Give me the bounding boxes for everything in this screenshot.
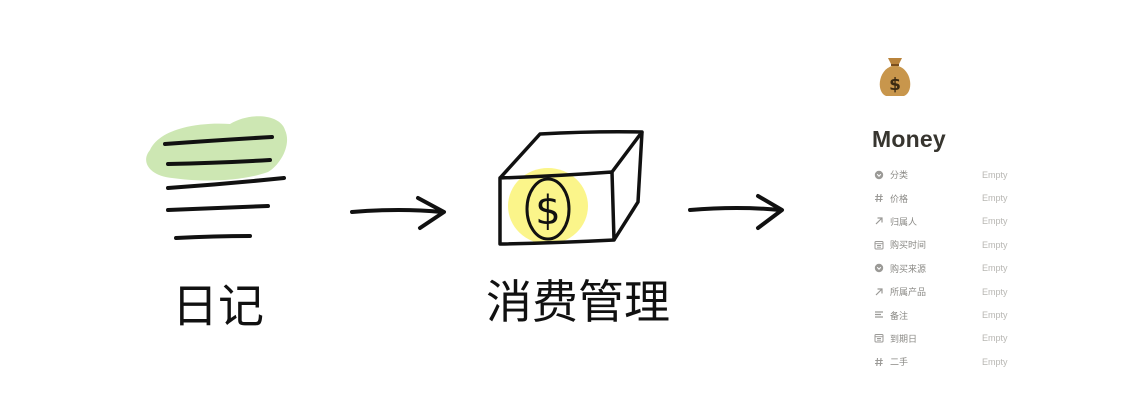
property-row[interactable]: 购买来源 Empty [868,257,1068,280]
property-value[interactable]: Empty [982,239,1008,250]
diary-icon [146,116,288,240]
property-label: 所属产品 [890,288,927,299]
property-label: 备注 [890,311,909,322]
property-label: 分类 [890,171,909,182]
property-label: 购买时间 [890,241,927,252]
property-value[interactable]: Empty [982,263,1008,274]
property-label: 二手 [890,358,909,369]
property-row[interactable]: 购买时间 Empty [868,233,1068,256]
property-value[interactable]: Empty [982,286,1008,297]
arrow-right-icon [688,194,784,230]
property-value[interactable]: Empty [982,216,1008,227]
svg-text:$: $ [889,75,901,95]
property-value[interactable]: Empty [982,193,1008,204]
property-row[interactable]: 价格 Empty [868,186,1068,209]
property-list: 分类 Empty 价格 Empty 归属人 Empty 购买时间 Empty 购买来源 Empty… [868,163,1068,374]
property-row[interactable]: 所属产品 Empty [868,280,1068,303]
number-icon [874,357,884,367]
property-row[interactable]: 归属人 Empty [868,210,1068,233]
date-icon [874,333,884,343]
spending-caption: 消费管理 [486,275,670,329]
property-row[interactable]: 二手 Empty [868,350,1068,373]
money-box-icon: $ [498,130,644,246]
diary-caption: 日记 [172,279,264,333]
dollar-sign: $ [535,188,560,234]
property-value[interactable]: Empty [982,356,1008,367]
select-icon [874,263,884,273]
number-icon [874,193,884,203]
relation-icon [874,216,884,226]
property-label: 购买来源 [890,264,927,275]
relation-icon [874,287,884,297]
property-value[interactable]: Empty [982,310,1008,321]
property-value[interactable]: Empty [982,333,1008,344]
date-icon [874,240,884,250]
property-value[interactable]: Empty [982,169,1008,180]
select-icon [874,170,884,180]
property-row[interactable]: 分类 Empty [868,163,1068,186]
property-label: 归属人 [890,217,918,228]
property-label: 价格 [890,194,909,205]
money-bag-icon: $ [879,58,911,96]
property-label: 到期日 [890,334,918,345]
arrow-right-icon [350,196,446,230]
property-row[interactable]: 到期日 Empty [868,327,1068,350]
property-row[interactable]: 备注 Empty [868,303,1068,326]
page-title: Money [872,126,946,152]
text-icon [874,310,884,320]
